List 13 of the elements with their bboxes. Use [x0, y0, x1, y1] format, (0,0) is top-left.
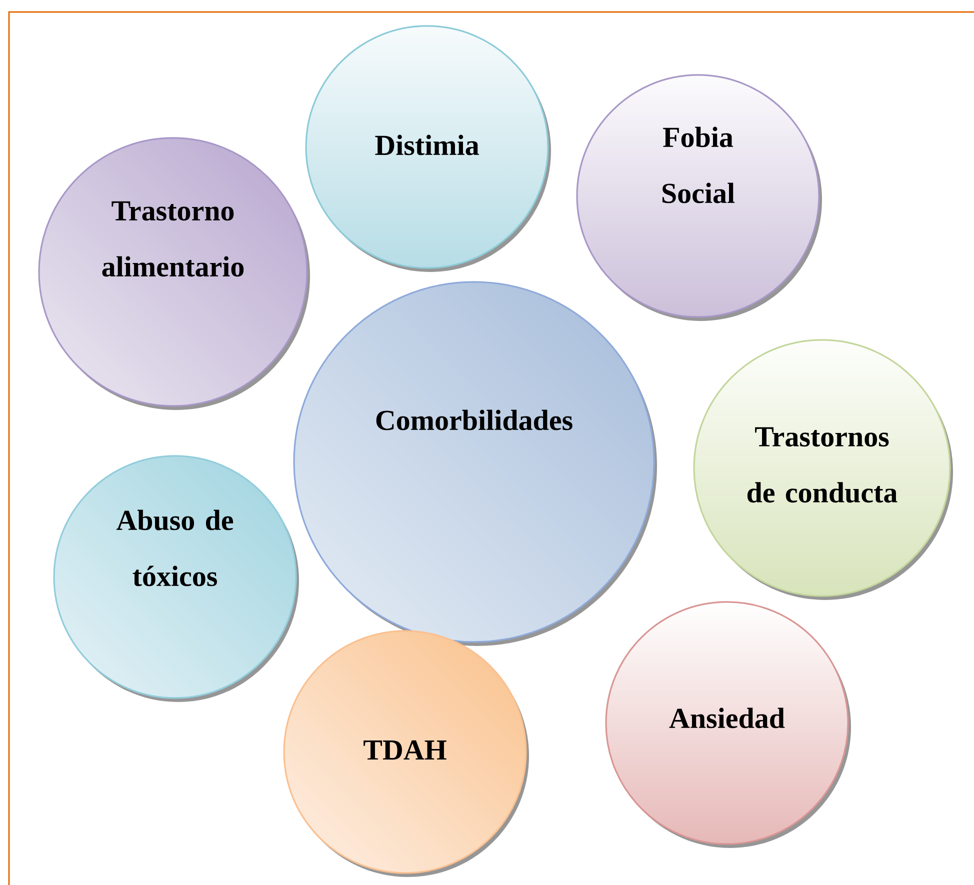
circle-label: Comorbilidades	[376, 410, 572, 430]
circle-label: Fobia Social	[662, 126, 735, 204]
circle-label: TDAH	[364, 740, 446, 760]
circle	[693, 339, 953, 600]
circle-label: Abuso de tóxicos	[116, 510, 234, 586]
circle	[305, 25, 551, 272]
circle	[283, 630, 529, 877]
circle-label: Ansiedad	[669, 708, 785, 728]
circle-label: Trastorno alimentario	[102, 201, 244, 277]
circle-label: Trastornos de conducta	[747, 427, 898, 503]
circle	[576, 74, 822, 321]
circle-label: Distimia	[375, 134, 479, 156]
circle	[605, 601, 851, 848]
